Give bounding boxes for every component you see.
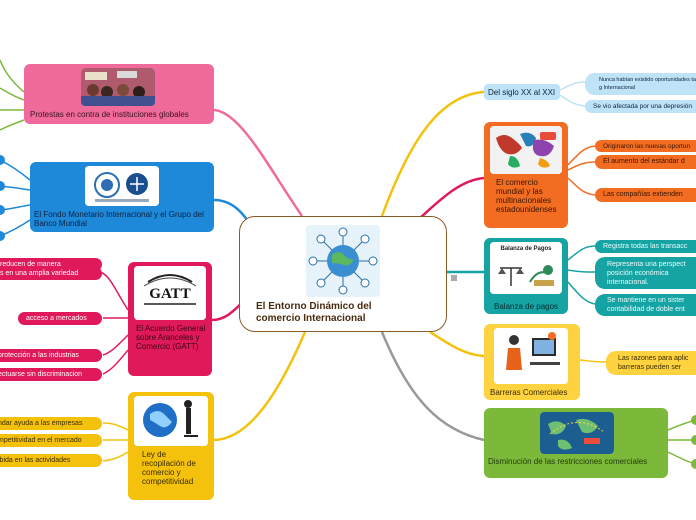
siglo-child-1-text: Nunca habían existido oportunidades tan … [599, 77, 696, 91]
gatt-logo: GATT [134, 266, 206, 320]
barreras-child-1-text: Las razones para aplic barreras pueden s… [618, 355, 689, 371]
gatt-child-2[interactable]: s en una amplia variedad [0, 267, 102, 280]
gatt-child-3[interactable]: acceso a mercados [18, 312, 102, 325]
notes-icon[interactable] [450, 269, 458, 281]
topic-disminucion-label: Disminución de las restricciones comerci… [488, 457, 648, 466]
topic-comercio-label: El comercio mundial y las multinacionale… [496, 178, 557, 214]
topic-ley[interactable]: Ley de recopilación de comercio y compet… [128, 392, 214, 500]
topic-barreras-label: Barreras Comerciales [490, 388, 568, 397]
link-siglo [380, 90, 485, 217]
balanza-child-2[interactable]: Representa una perspect posición económi… [595, 257, 696, 289]
link-protestas [212, 108, 304, 217]
topic-siglo[interactable]: Del siglo XX al XXI [484, 84, 560, 100]
protest-photo [81, 68, 155, 106]
topic-gatt[interactable]: GATT El Acuerdo General sobre Aranceles … [128, 262, 212, 376]
link-disminucion [380, 331, 485, 442]
shipping-map-image [540, 412, 614, 454]
topic-disminucion[interactable]: Disminución de las restricciones comerci… [484, 408, 668, 478]
topic-gatt-label: El Acuerdo General sobre Aranceles y Com… [136, 324, 206, 351]
topic-barreras[interactable]: Barreras Comerciales [484, 324, 580, 400]
topic-ley-label: Ley de recopilación de comercio y compet… [142, 450, 196, 486]
ley-child-1[interactable]: ndar ayuda a las empresas [0, 417, 102, 430]
balanza-child-1[interactable]: Registra todas las transacc [595, 240, 696, 253]
globe-network-image [306, 225, 380, 297]
topic-siglo-label: Del siglo XX al XXI [488, 88, 556, 97]
topic-balanza-label: Balanza de pagos [494, 302, 559, 311]
barreras-image [494, 328, 568, 384]
central-title: El Entorno Dinámico del comercio Interna… [256, 301, 372, 324]
topic-balanza[interactable]: Balanza de Pagos Balanza de pagos [484, 238, 568, 314]
gatt-logo-text: GATT [149, 286, 191, 302]
comercio-child-3[interactable]: Las compañías extienden [595, 188, 696, 202]
link-comercio [419, 176, 485, 219]
globe-business-image [134, 396, 208, 446]
barreras-child-1[interactable]: Las razones para aplic barreras pueden s… [606, 351, 696, 375]
ley-child-2[interactable]: mpetitividad en el mercado [0, 434, 102, 447]
imf-worldbank-logos [85, 166, 159, 206]
siglo-child-1[interactable]: Nunca habían existido oportunidades tan … [585, 73, 696, 95]
topic-protestas[interactable]: Protestas en contra de instituciones glo… [24, 64, 214, 124]
topic-protestas-label: Protestas en contra de instituciones glo… [30, 110, 189, 119]
topic-fmi[interactable]: El Fondo Monetario Internacional y el Gr… [30, 162, 214, 232]
gatt-child-4[interactable]: protección a las industrias [0, 349, 102, 362]
ley-child-3[interactable]: ibida en las actividades [0, 454, 102, 467]
central-topic[interactable]: El Entorno Dinámico del comercio Interna… [239, 216, 447, 332]
balanza-image-title: Balanza de Pagos [500, 246, 552, 252]
world-flags-image [490, 126, 562, 174]
comercio-child-1[interactable]: Originaron las nuevas oportun [595, 140, 696, 152]
balanza-child-2-text: Representa una perspect posición económi… [607, 261, 686, 286]
gatt-child-5[interactable]: ectuarse sin discriminacion [0, 368, 102, 381]
balanza-child-3-text: Se mantiene en un sister contabilidad de… [607, 297, 685, 313]
balanza-pagos-image: Balanza de Pagos [490, 242, 562, 294]
link-ley [212, 331, 307, 442]
topic-comercio[interactable]: El comercio mundial y las multinacionale… [484, 122, 568, 228]
topic-fmi-label: El Fondo Monetario Internacional y el Gr… [34, 210, 204, 228]
connector-dots [691, 415, 696, 469]
link-barreras [429, 330, 485, 358]
comercio-child-2[interactable]: El aumento del estándar d [595, 155, 696, 169]
siglo-child-2[interactable]: Se vio afectada por una depresión [585, 100, 696, 113]
balanza-child-3[interactable]: Se mantiene en un sister contabilidad de… [595, 294, 696, 316]
